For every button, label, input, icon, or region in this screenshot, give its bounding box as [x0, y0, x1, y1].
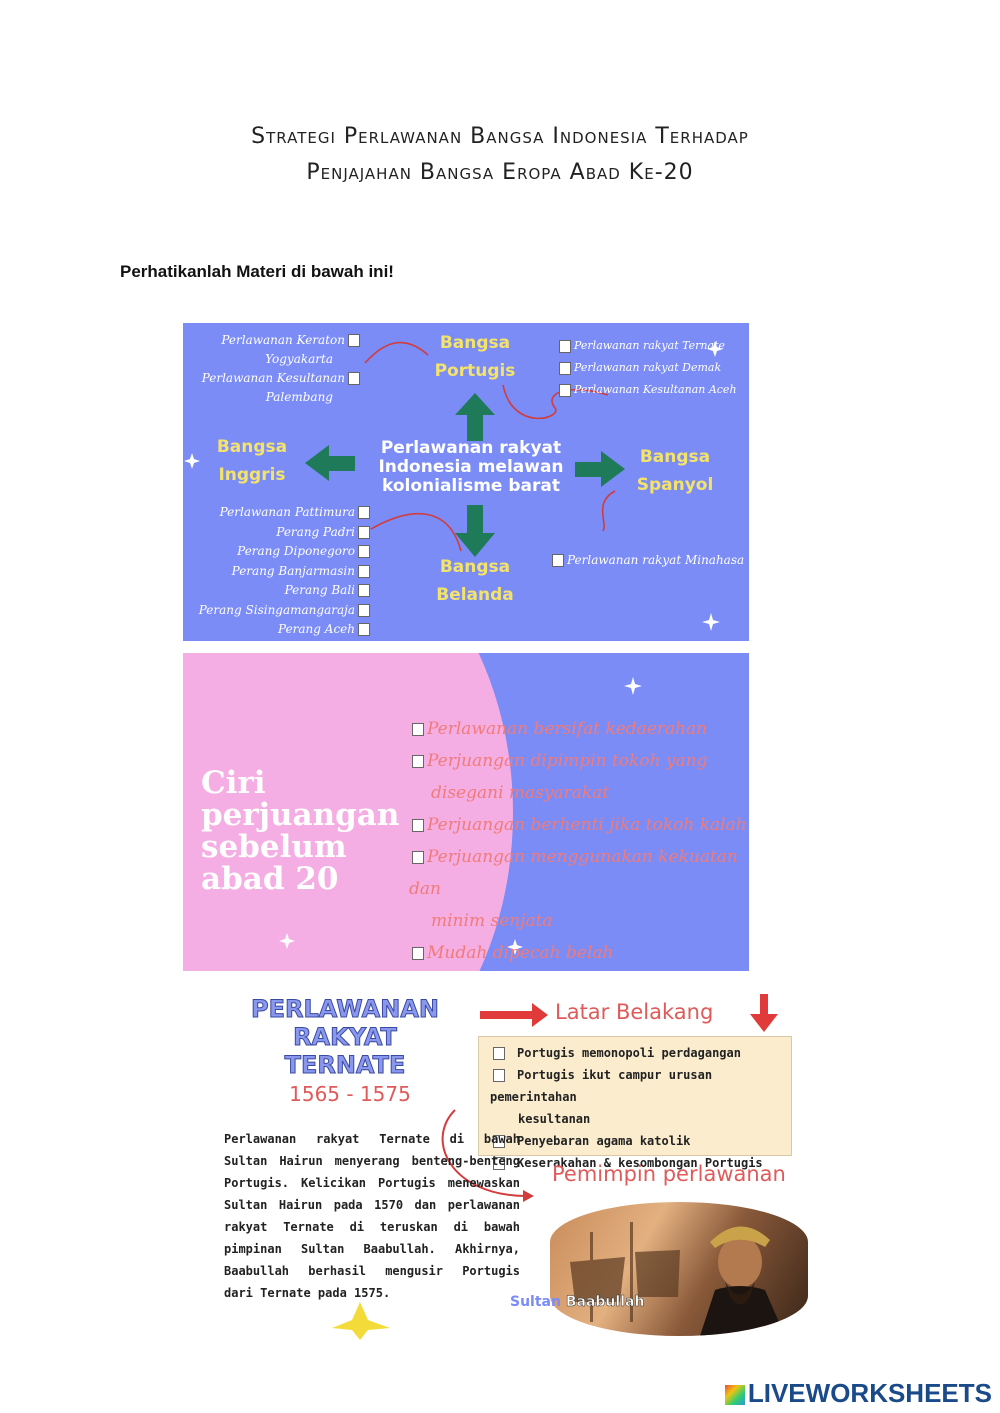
list-item: Perlawanan rakyat Ternate [556, 335, 746, 357]
document-icon [358, 525, 370, 539]
portrait-caption: Sultan Baabullah [510, 1294, 645, 1311]
instruction-text: Perhatikanlah Materi di bawah ini! [120, 262, 394, 281]
list-item: Keserakahan & kesombongan Portugis [490, 1152, 798, 1174]
belanda-resistance-list: Perlawanan Pattimura Perang Padri Perang… [193, 503, 373, 640]
list-item: Perang Sisingamangaraja [193, 601, 373, 621]
center-heading: Perlawanan rakyat Indonesia melawan kolo… [378, 438, 564, 496]
document-icon [412, 851, 424, 864]
ternate-years: 1565 - 1575 [289, 1082, 411, 1106]
document-icon [412, 755, 424, 768]
list-item: Perang Aceh [193, 620, 373, 640]
portugis-resistance-list: Perlawanan rakyat Ternate Perlawanan rak… [556, 335, 746, 401]
page-title-line2: Penjajahan Bangsa Eropa Abad Ke-20 [306, 160, 694, 185]
document-icon [358, 623, 370, 636]
spanyol-resistance-list: Perlawanan rakyat Minahasa [549, 551, 749, 570]
inggris-resistance-list: Perlawanan Keraton Yogyakarta Perlawanan… [193, 331, 363, 407]
list-item: Penyebaran agama katolik [490, 1130, 798, 1152]
lws-logo-icon [724, 1385, 745, 1406]
document-icon [559, 361, 571, 375]
document-icon [559, 383, 571, 397]
list-item: Perang Diponegoro [193, 542, 373, 562]
ciri-list: Perlawanan bersifat kedaerahan Perjuanga… [409, 713, 749, 969]
ternate-title: PERLAWANAN RAKYAT TERNATE [251, 995, 440, 1080]
list-item: Perlawanan Kesultanan [193, 369, 363, 388]
list-item: minim senjata [431, 911, 553, 931]
document-icon [358, 584, 370, 597]
arrows-graphic [332, 994, 778, 1340]
list-item: Portugis ikut campur urusan pemerintahan [490, 1068, 713, 1104]
list-item: Perjuangan berhenti jika tokoh kalah [409, 809, 749, 841]
document-icon [358, 506, 370, 519]
pink-panel [183, 653, 513, 971]
list-item: Perlawanan rakyat Demak [556, 357, 746, 379]
list-item: Palembang [265, 390, 333, 404]
document-icon [493, 1047, 505, 1060]
list-item: kesultanan [518, 1112, 591, 1126]
document-icon [358, 564, 370, 578]
document-icon [348, 372, 360, 385]
sultan-baabullah-portrait [550, 1202, 808, 1336]
document-icon [348, 334, 360, 347]
list-item: Mudah dipecah belah [409, 937, 749, 969]
list-item: Perlawanan Keraton [193, 331, 363, 350]
list-item: Perlawanan Kesultanan Aceh [556, 379, 746, 401]
ternate-description: Perlawanan rakyat Ternate di bawah Sulta… [224, 1132, 520, 1300]
list-item: Portugis memonopoli perdagangan [490, 1042, 798, 1064]
latar-belakang-list: Portugis memonopoli perdagangan Portugis… [490, 1042, 798, 1174]
document-icon [412, 723, 424, 736]
document-icon [552, 554, 564, 567]
latar-belakang-heading: Latar Belakang [555, 1000, 714, 1024]
list-item: Perlawanan rakyat Minahasa [549, 551, 749, 570]
arrows-graphic [184, 341, 723, 631]
portrait-illustration [570, 1222, 785, 1336]
document-icon [412, 947, 424, 960]
latar-belakang-box [478, 1036, 792, 1156]
liveworksheets-logo: LIVEWORKSHEETS [722, 1378, 992, 1409]
ciri-heading: Ciri perjuangan sebelum abad 20 [201, 765, 400, 897]
page-title-line1: Strategi Perlawanan Bangsa Indonesia Ter… [251, 124, 749, 149]
document-icon [493, 1135, 505, 1148]
document-icon [493, 1069, 505, 1082]
slide-ciri-perjuangan: Ciri perjuangan sebelum abad 20 Perlawan… [183, 653, 749, 971]
list-item: Perang Banjarmasin [193, 562, 373, 582]
sparkles-graphic [279, 677, 642, 955]
list-item: Perjuangan menggunakan kekuatan dan [409, 847, 738, 899]
document-icon [493, 1157, 505, 1170]
pemimpin-heading: Pemimpin perlawanan [552, 1162, 786, 1186]
list-item: Perang Bali [193, 581, 373, 601]
list-item: Perlawanan Pattimura [193, 503, 373, 523]
document-icon [412, 819, 424, 832]
list-item: Perjuangan dipimpin tokoh yang [409, 745, 749, 777]
list-item: disegani masyarakat [431, 783, 610, 803]
list-item: Perang Padri [193, 523, 373, 543]
section-perlawanan-ternate: PERLAWANAN RAKYAT TERNATE 1565 - 1575 La… [220, 990, 820, 1340]
list-item: Yogyakarta [265, 352, 333, 366]
document-icon [358, 545, 370, 558]
document-icon [358, 603, 370, 617]
list-item: Perlawanan bersifat kedaerahan [409, 713, 749, 745]
document-icon [559, 339, 571, 353]
